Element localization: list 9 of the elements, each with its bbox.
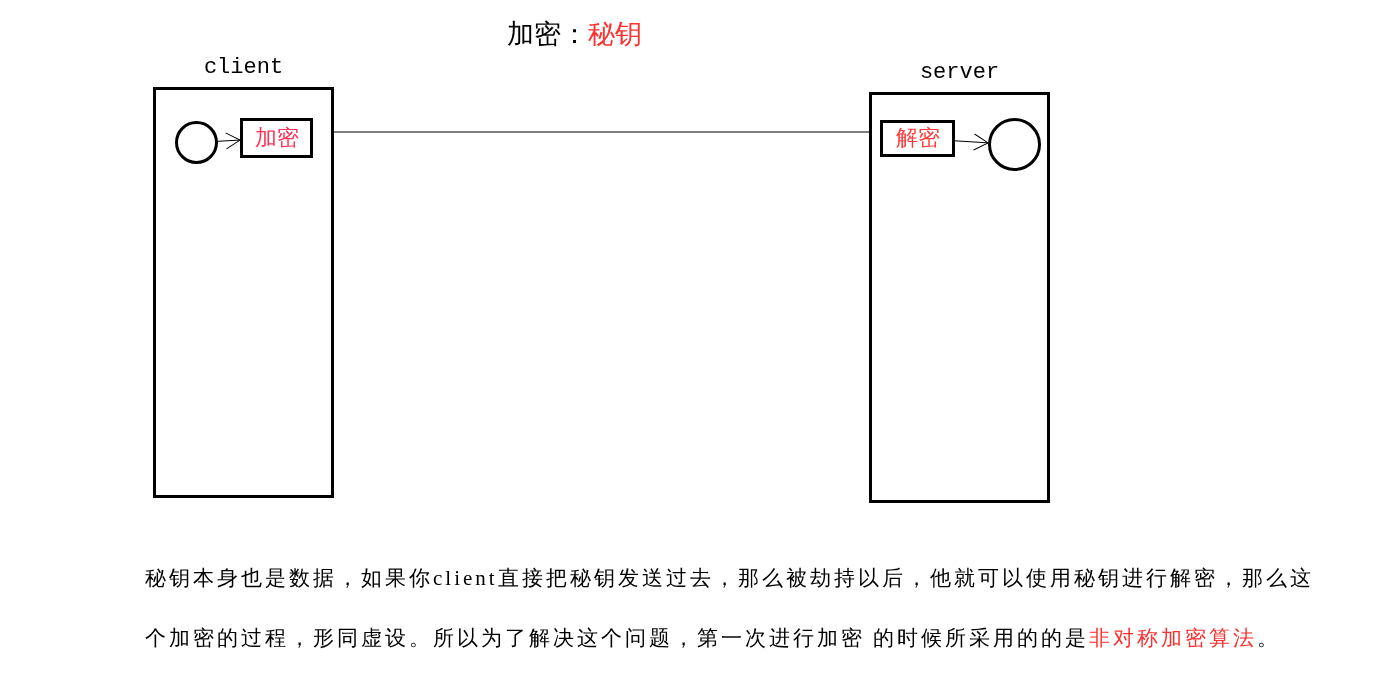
arrow: [954, 133, 989, 151]
box-title: server: [918, 59, 1001, 87]
box-title: client: [202, 54, 285, 82]
title-text: 加密：秘钥: [507, 18, 642, 51]
note-text: 秘钥本身也是数据，如果你client直接把秘钥发送过去，那么被劫持以后，他就可以使用秘钥进行解密，那么这个加密的过程，形同虚设。所以为了解决这个问题，第一次进行加密 的时候所采用的的是非对称加密算法。: [145, 565, 1315, 652]
process-box: 加密: [240, 118, 313, 158]
process-box: 解密: [880, 120, 955, 157]
connector-line: [333, 131, 870, 133]
arrow: [217, 132, 241, 150]
